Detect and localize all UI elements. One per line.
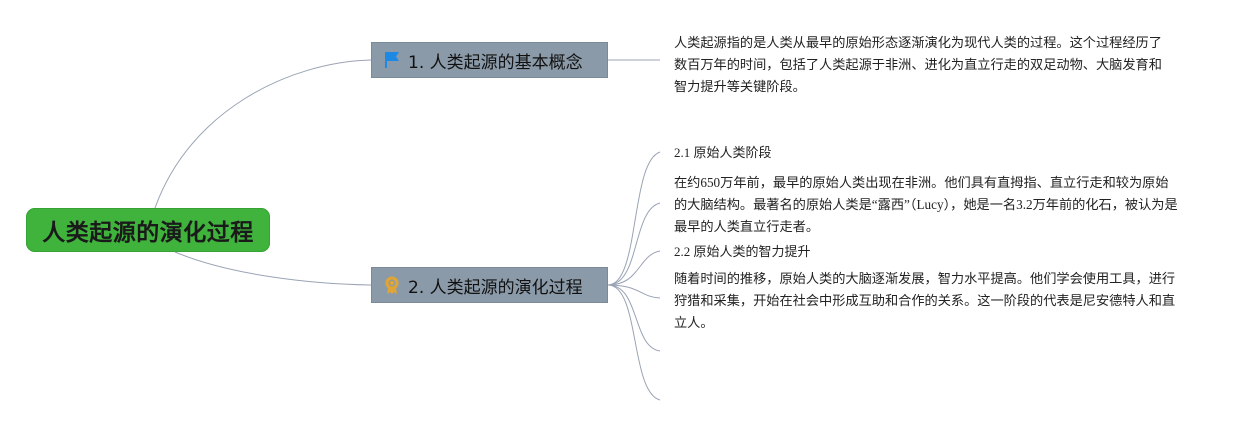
medal-icon bbox=[382, 275, 402, 295]
branch-2-2-text bbox=[607, 284, 661, 299]
subtopic-primitive-stage-text: 在约650万年前，最早的原始人类出现在非洲。他们具有直拇指、直立行走和较为原始的… bbox=[674, 175, 1178, 234]
branch-2-2-title bbox=[607, 250, 661, 286]
branch-2-1-title bbox=[607, 151, 661, 286]
blue-flag-icon bbox=[382, 50, 402, 70]
branch-empty-1 bbox=[607, 284, 661, 352]
connector-root-topic2 bbox=[174, 251, 372, 286]
topic-basic-concept[interactable]: 1. 人类起源的基本概念 bbox=[371, 42, 608, 78]
topic-basic-concept-text: 人类起源指的是人类从最早的原始形态逐渐演化为现代人类的过程。这个过程经历了数百万… bbox=[674, 35, 1162, 94]
topic-label: 1. 人类起源的基本概念 bbox=[408, 52, 583, 73]
branch-2-1-text bbox=[607, 202, 661, 286]
topic2-branches bbox=[607, 151, 661, 401]
topic-evolution-process[interactable]: 2. 人类起源的演化过程 bbox=[371, 267, 608, 303]
branch-empty-2 bbox=[607, 284, 661, 401]
root-topic-label: 人类起源的演化过程 bbox=[42, 220, 254, 246]
subtopic-primitive-stage-title[interactable]: 2.1 原始人类阶段 bbox=[674, 145, 772, 160]
subtopic-intelligence-title[interactable]: 2.2 原始人类的智力提升 bbox=[674, 244, 811, 259]
topic-label: 2. 人类起源的演化过程 bbox=[408, 277, 583, 298]
subtopic-intelligence-text: 随着时间的推移，原始人类的大脑逐渐发展，智力水平提高。他们学会使用工具，进行狩猎… bbox=[674, 271, 1176, 330]
root-topic[interactable]: 人类起源的演化过程 bbox=[26, 208, 270, 252]
connector-root-topic1 bbox=[154, 59, 372, 209]
